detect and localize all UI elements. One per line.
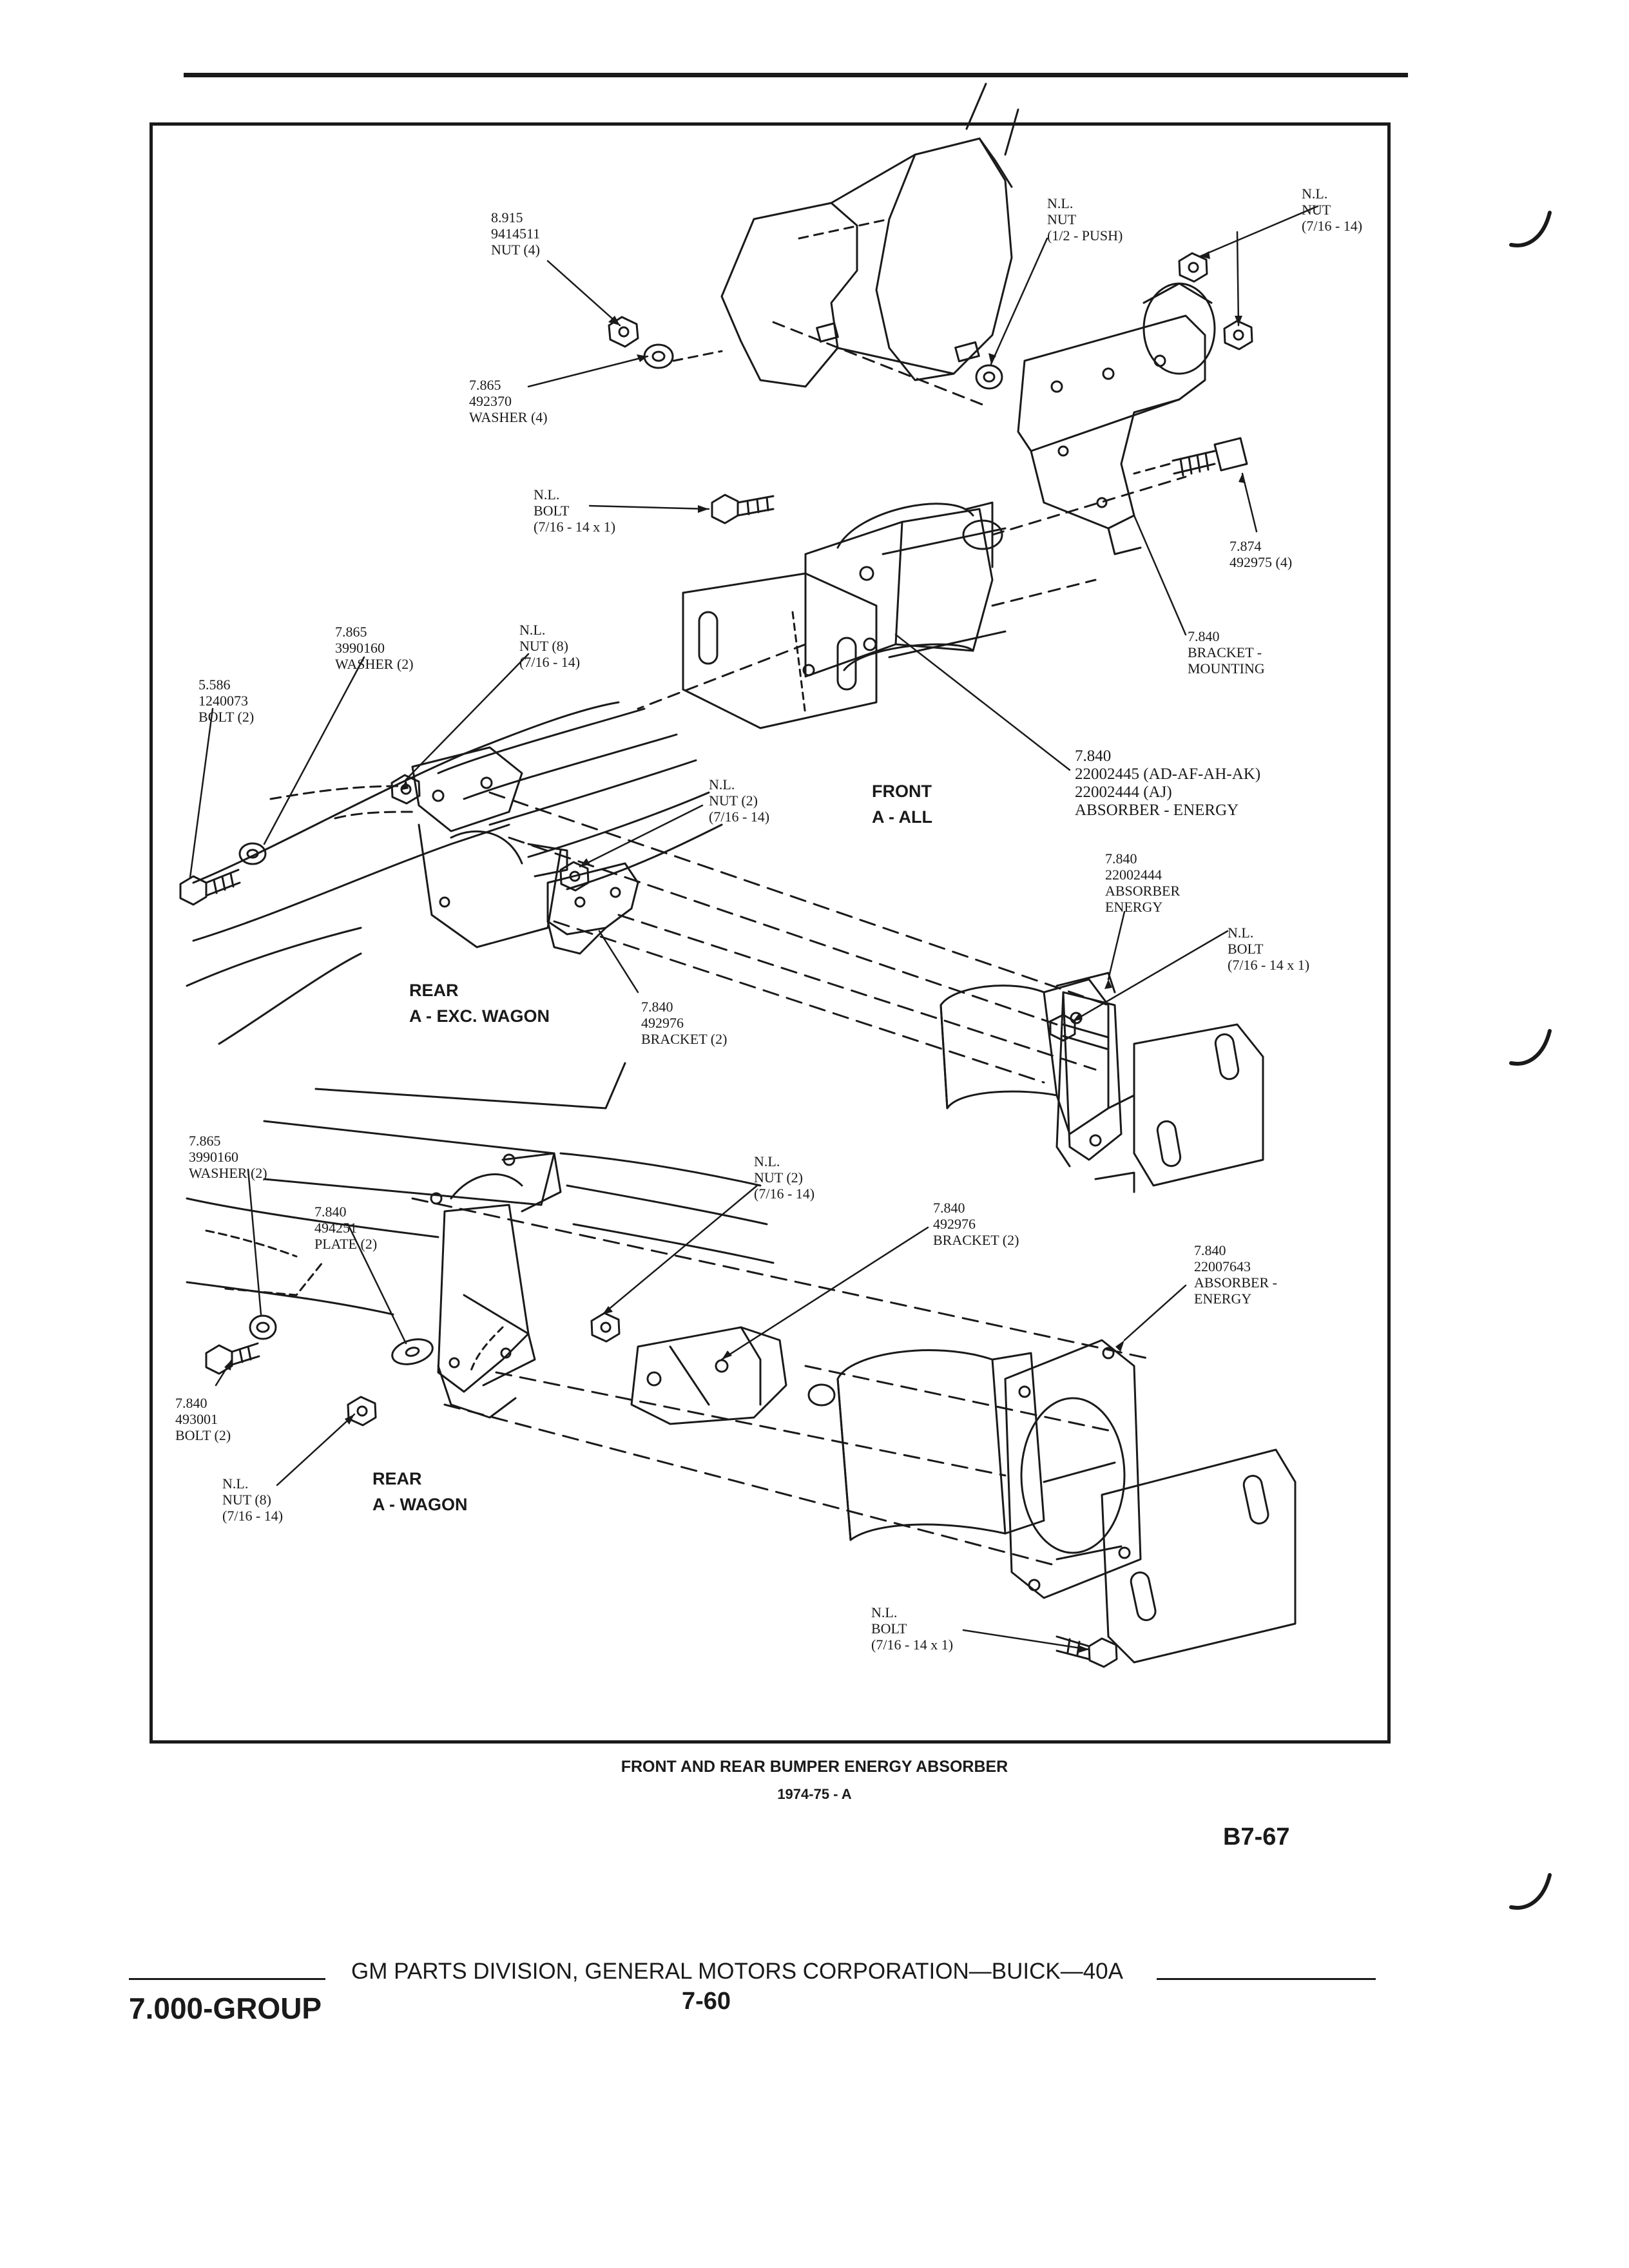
washer-3990160-mid-icon	[238, 842, 267, 865]
wagon-energy-absorber	[807, 1339, 1296, 1664]
label-bolt-top: N.L. BOLT (7/16 - 14 x 1)	[534, 486, 616, 535]
label-bolt-492975: 7.874 492975 (4)	[1229, 538, 1293, 570]
nut-9414511-icon	[608, 316, 639, 348]
binding-marks	[1509, 211, 1552, 1910]
label-bolt-bottom: N.L. BOLT (7/16 - 14 x 1)	[871, 1604, 954, 1653]
footer-page-number: 7-60	[682, 1988, 731, 2015]
rear-frame-exc-wagon	[186, 701, 723, 1045]
nut-2-low-icon	[590, 1312, 621, 1343]
footer-rule-right	[1157, 1978, 1376, 1980]
label-absorber-front: 7.840 22002445 (AD-AF-AH-AK) 22002444 (A…	[1075, 747, 1261, 819]
plate-494251	[391, 1338, 434, 1365]
label-nut-8-mid: N.L. NUT (8) (7/16 - 14)	[519, 622, 581, 670]
footer-corporation: GM PARTS DIVISION, GENERAL MOTORS CORPOR…	[351, 1959, 1123, 1984]
label-nut-top-right: N.L. NUT (7/16 - 14)	[1302, 186, 1363, 234]
bolt-7-16-14x1-top-icon	[711, 494, 775, 524]
nut-8-low-icon	[347, 1396, 377, 1427]
label-bracket-low: 7.840 492976 BRACKET (2)	[933, 1200, 1019, 1248]
push-nut-icon	[975, 364, 1003, 390]
footer-rule-left	[129, 1978, 325, 1980]
wagon-bracket-492976	[630, 1326, 787, 1425]
label-washer-492370: 7.865 492370 WASHER (4)	[469, 377, 548, 425]
leader-arrowheads	[224, 251, 1246, 1653]
figure-code: B7-67	[1223, 1823, 1290, 1850]
bolt-493001-icon	[205, 1342, 260, 1375]
label-nut-2-low: N.L. NUT (2) (7/16 - 14)	[754, 1153, 815, 1202]
diagram-frame	[149, 122, 1391, 1744]
label-nut-2-mid: N.L. NUT (2) (7/16 - 14)	[709, 776, 770, 825]
label-washer-3990160-low: 7.865 3990160 WASHER (2)	[189, 1133, 267, 1181]
front-mounting-bracket	[1017, 282, 1216, 555]
rear-bracket-492976	[546, 862, 639, 955]
top-rule	[184, 73, 1408, 77]
bolt-7-16-14x1-bottom-icon	[1055, 1635, 1118, 1668]
washer-492370-icon	[643, 343, 674, 369]
front-frame-rail	[720, 82, 1019, 388]
bolt-1240073-icon	[179, 869, 241, 906]
rear-energy-absorber-exc-wagon	[940, 972, 1264, 1193]
washer-3990160-low-icon	[249, 1314, 277, 1340]
nut-7-16-14-upper-icon	[1178, 252, 1208, 283]
label-bolt-1240073: 5.586 1240073 BOLT (2)	[198, 677, 255, 725]
label-absorber-rear: 7.840 22002444 ABSORBER ENERGY	[1105, 850, 1181, 915]
section-front-a-all: FRONT A - ALL	[872, 782, 932, 827]
label-washer-3990160-mid: 7.865 3990160 WASHER (2)	[335, 624, 414, 672]
bolt-492975-icon	[1171, 437, 1248, 477]
label-nut-9414511: 8.915 9414511 NUT (4)	[491, 209, 541, 258]
label-bracket-mounting: 7.840 BRACKET - MOUNTING	[1188, 628, 1265, 677]
label-plate-494251: 7.840 494251 PLATE (2)	[314, 1204, 378, 1252]
front-energy-absorber	[682, 501, 1007, 729]
label-nut-8-low: N.L. NUT (8) (7/16 - 14)	[222, 1475, 284, 1524]
label-bracket-rear-mid: 7.840 492976 BRACKET (2)	[641, 999, 728, 1047]
leader-lines	[189, 205, 1319, 1651]
figure-caption-title: FRONT AND REAR BUMPER ENERGY ABSORBER	[621, 1758, 1008, 1776]
figure-caption-subtitle: 1974-75 - A	[777, 1786, 852, 1802]
label-absorber-wagon: 7.840 22007643 ABSORBER - ENERGY	[1194, 1242, 1277, 1307]
rear-frame-wagon	[186, 1062, 775, 1419]
label-bolt-493001: 7.840 493001 BOLT (2)	[175, 1395, 231, 1443]
nut-2-mid-icon	[559, 861, 590, 892]
section-rear-exc-wagon: REAR A - EXC. WAGON	[409, 981, 550, 1026]
section-rear-wagon: REAR A - WAGON	[372, 1469, 468, 1514]
footer-group: 7.000-GROUP	[129, 1992, 322, 2025]
label-bolt-rear-mid: N.L. BOLT (7/16 - 14 x 1)	[1228, 925, 1310, 973]
label-push-nut: N.L. NUT (1/2 - PUSH)	[1047, 195, 1123, 244]
